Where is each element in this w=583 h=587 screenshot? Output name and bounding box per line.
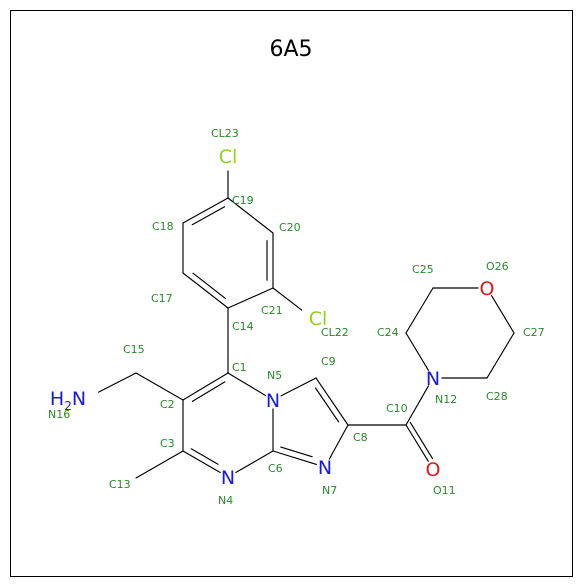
frame-border	[10, 10, 573, 577]
atom-label-o26: O26	[486, 260, 509, 273]
bond-c3-c13	[135, 450, 184, 479]
diagram-title: 6A5	[269, 37, 312, 62]
atom-label-c25: C25	[412, 263, 434, 276]
atom-label-c18: C18	[152, 220, 174, 233]
bond-n12-c24	[405, 332, 429, 371]
atom-label-c19: C19	[232, 194, 254, 207]
atom-label-c27: C27	[523, 326, 545, 339]
bond-n4-c6	[235, 450, 274, 474]
atom-label-c20: C20	[279, 221, 301, 234]
bond-c1-c2	[182, 372, 229, 401]
element-symbol-cl23: Cl	[219, 146, 238, 168]
atom-label-n16: N16	[48, 408, 70, 421]
bond-c19-c20	[227, 197, 274, 234]
atom-label-n5: N5	[267, 369, 282, 382]
atom-label-cl22: CL22	[321, 326, 349, 339]
bond-c21-cl22	[272, 287, 303, 311]
atom-label-o11: O11	[433, 484, 456, 497]
bond-c19-c18-second	[191, 206, 226, 226]
bond-o26-c27	[491, 295, 515, 334]
bond-c10-o11-second	[409, 421, 434, 460]
element-symbol-n16: H2N	[50, 388, 86, 413]
atom-label-cl23: CL23	[211, 127, 239, 140]
element-symbol-n5: N	[266, 390, 280, 412]
bond-layer	[98, 170, 515, 479]
bond-c10-n12	[405, 385, 430, 426]
bond-c6-n7-second	[280, 446, 313, 458]
bond-c1-n5	[227, 372, 266, 396]
atom-label-c1: C1	[232, 361, 247, 374]
atom-label-c6: C6	[268, 462, 283, 475]
atom-label-n7: N7	[322, 484, 337, 497]
bond-c19-c18	[182, 197, 229, 224]
bond-n5-c9	[280, 377, 317, 397]
atom-label-c13: C13	[109, 478, 131, 491]
atom-label-n12: N12	[435, 393, 457, 406]
atom-label-c24: C24	[377, 326, 399, 339]
bond-c24-c25	[405, 287, 434, 334]
bond-c3-n4-second	[190, 448, 219, 465]
element-symbol-n7: N	[318, 457, 332, 479]
bond-c27-c28	[486, 332, 515, 379]
element-symbol-cl22: Cl	[309, 308, 328, 330]
bond-c17-c14	[182, 272, 229, 309]
atom-label-c14: C14	[232, 320, 254, 333]
element-symbol-o26: O	[480, 278, 495, 300]
atom-label-c28: C28	[486, 390, 508, 403]
atom-label-c9: C9	[321, 355, 336, 368]
atom-label-c21: C21	[261, 304, 283, 317]
element-symbol-n4: N	[221, 467, 235, 489]
element-symbol-o11: O	[426, 459, 441, 481]
bond-c1-c2-second	[191, 381, 226, 402]
atom-label-c2: C2	[160, 398, 175, 411]
atom-label-c3: C3	[160, 437, 175, 450]
element-symbol-n12: N	[426, 368, 440, 390]
atom-label-c10: C10	[386, 402, 408, 415]
atom-label-c8: C8	[353, 431, 368, 444]
bond-c21-c14	[227, 287, 274, 309]
bond-c6-n7	[272, 450, 317, 465]
bond-c10-o11	[405, 424, 429, 462]
bond-c8-n7	[328, 424, 349, 460]
bond-c15-n16	[98, 372, 137, 393]
bond-c9-c8-second	[314, 387, 340, 423]
atom-label-c17: C17	[151, 292, 173, 305]
bond-c17-c14-second	[192, 272, 226, 299]
bond-c2-c15	[135, 372, 184, 401]
atom-label-c15: C15	[123, 343, 145, 356]
atom-label-n4: N4	[218, 494, 233, 507]
bond-c3-n4	[182, 450, 221, 474]
bond-c9-c8	[315, 377, 349, 426]
